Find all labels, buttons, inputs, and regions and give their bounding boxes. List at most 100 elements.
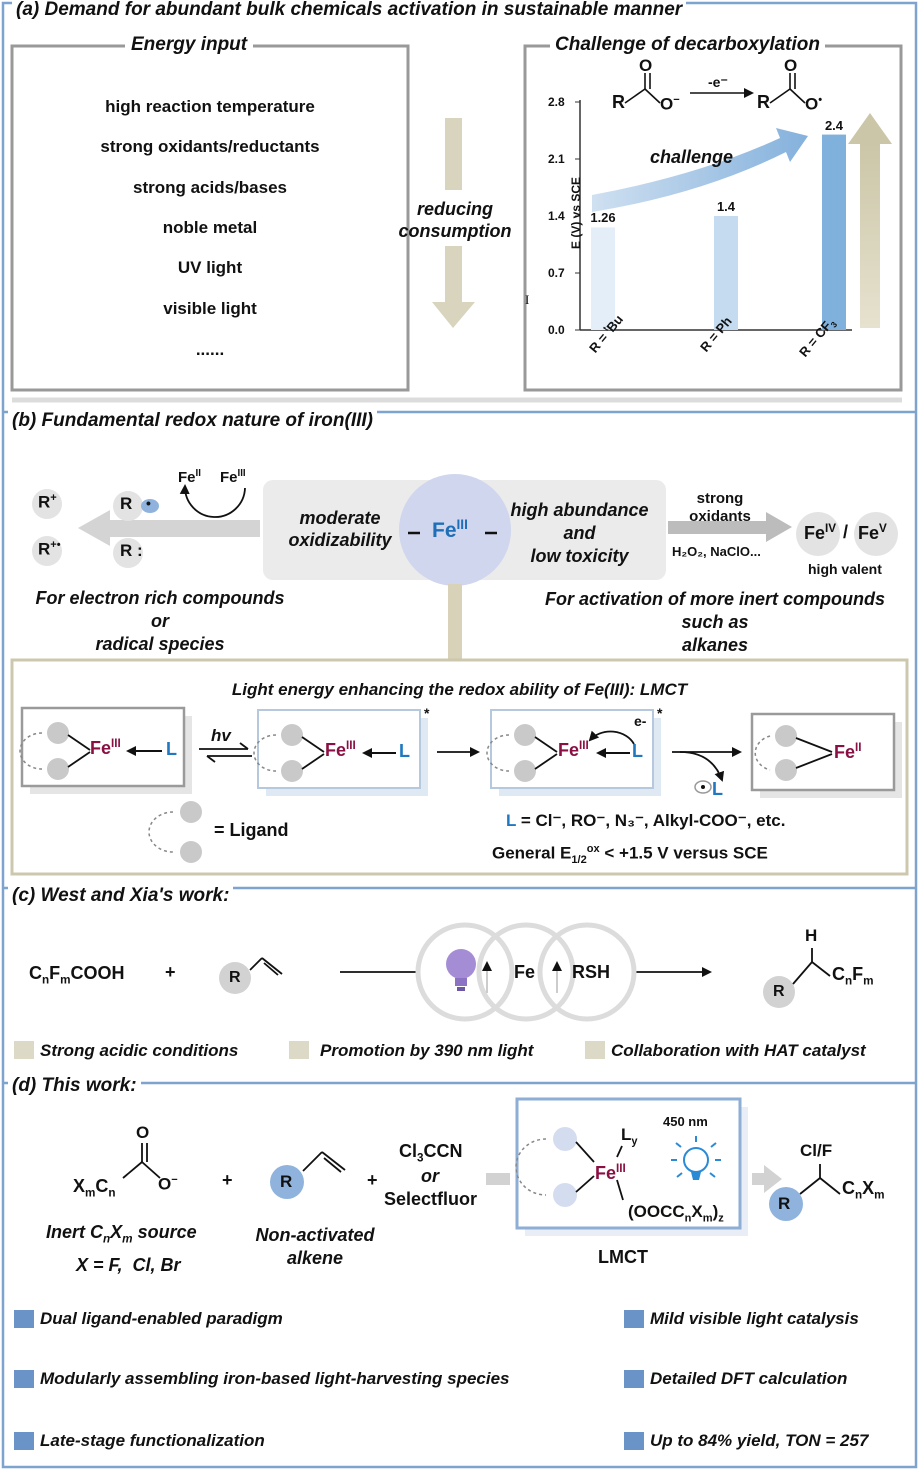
ytick-label: 1.4 (548, 209, 565, 223)
west-xia-scheme (219, 922, 831, 1022)
wavelength-label: 450 nm (663, 1114, 708, 1129)
right-gray-arrow (668, 512, 792, 542)
section-c-title: (c) West and Xia's work: (8, 885, 234, 907)
product-r-circle (769, 1187, 803, 1221)
carboxylate-scheme (624, 73, 806, 104)
alkene-r-d: R (280, 1172, 293, 1191)
product-r: R (757, 92, 770, 112)
fe-cycle-label: Fe (514, 962, 536, 982)
this-work-scheme (122, 1143, 841, 1195)
bar-0 (591, 227, 615, 330)
such-as-line: such as (681, 612, 749, 632)
oocc-label: (OOCCnXm)z (628, 1202, 724, 1225)
fe-iii-center: FeIII (432, 517, 468, 542)
energy-item: visible light (163, 299, 257, 318)
product-clf: Cl/F (800, 1141, 833, 1160)
consumption-word: consumption (398, 221, 512, 241)
cl3ccn: Cl3CCN (399, 1141, 463, 1165)
radical-species-line: radical species (95, 634, 225, 654)
rsh-cycle-label: RSH (572, 962, 611, 982)
general-potential: General E1/2ox < +1.5 V versus SCE (492, 843, 768, 867)
plus-d1: + (222, 1170, 233, 1190)
energy-item: high reaction temperature (105, 97, 315, 116)
ly-label: Ly (621, 1125, 638, 1148)
ytick-label: 0.0 (548, 323, 565, 337)
electron-label: e- (634, 713, 647, 729)
feature-late-stage: Late-stage functionalization (40, 1431, 265, 1450)
r-radical: R (120, 494, 133, 513)
ligand-skeletons (19, 722, 833, 782)
high-valent-label: high valent (808, 561, 882, 577)
feature-mild-visible: Mild visible light catalysis (650, 1309, 859, 1328)
reducing-consumption-label: reducing consumption (390, 198, 520, 242)
inert-c: Inert C (46, 1222, 104, 1242)
energy-item: noble metal (162, 218, 258, 237)
state4-fe: FeII (834, 741, 862, 762)
l-definition: L = Cl⁻, RO⁻, N₃⁻, Alkyl-COO⁻, etc. (506, 811, 786, 830)
lmct-label: LMCT (598, 1247, 648, 1267)
release-radical (694, 780, 712, 794)
product-h: H (805, 926, 818, 945)
reactant-r: R (612, 92, 625, 112)
electron-rich-note: For electron rich compounds or radical s… (10, 587, 310, 656)
fe-ii-label: FeII (178, 468, 201, 486)
energy-item: strong acids/bases (132, 178, 287, 197)
equilibrium-arrows (199, 742, 742, 782)
r-radical-cation: R+• (38, 539, 61, 559)
fe-v-label: FeV (858, 522, 887, 543)
strong-oxidants: strong oxidants (670, 490, 770, 526)
alkene-line: alkene (286, 1248, 344, 1268)
inert-note: For activation of more inert compounds s… (520, 588, 910, 657)
state1-fe: FeIII (90, 737, 121, 758)
fe-iii-label: FeIII (220, 468, 246, 486)
d-right-arrow (752, 1165, 782, 1193)
bar-1 (714, 216, 738, 330)
state3-fe: FeIII (558, 739, 589, 760)
bar-2 (822, 134, 846, 330)
challenge-arrow-label: challenge (650, 147, 734, 167)
section-d-title: (d) This work: (8, 1075, 141, 1097)
stray-mark: I (525, 292, 530, 307)
feature-yield: Up to 84% yield, TON = 257 (650, 1431, 869, 1450)
ligand-legend (148, 801, 202, 863)
general-potential-text: < +1.5 V versus SCE (604, 843, 768, 863)
left-gray-arrow (78, 510, 260, 546)
d-left-arrow-bar (486, 1173, 510, 1185)
section-a-title: (a) Demand for abundant bulk chemicals a… (12, 0, 687, 21)
electron-rich-line: For electron rich compounds (35, 588, 285, 608)
toxicity-line: low toxicity (530, 546, 629, 566)
state2-fe: FeIII (325, 739, 356, 760)
ligand-legend-label: = Ligand (214, 820, 289, 840)
reaction-electron-label: -e⁻ (708, 74, 728, 90)
vertical-connector (448, 584, 462, 660)
lmct-states (20, 706, 902, 798)
energy-item: ...... (195, 340, 225, 359)
state1-l: L (166, 739, 177, 759)
feature-dft: Detailed DFT calculation (650, 1369, 848, 1388)
reactant-o-top: O (639, 56, 653, 75)
or-line: or (151, 611, 169, 631)
challenge-title: Challenge of decarboxylation (550, 34, 825, 56)
oxidants-line: oxidants (689, 508, 751, 525)
released-l: L (712, 779, 723, 799)
moderate-oxidizability: moderate oxidizability (270, 507, 410, 551)
fe-iii-circle (399, 474, 511, 586)
bar-value-label: 1.4 (716, 199, 736, 214)
lmct-frame (10, 658, 909, 876)
lmct-title: Light energy enhancing the redox ability… (231, 680, 688, 699)
blue-bullets (14, 1310, 644, 1450)
product-o-top: O (784, 56, 798, 75)
energy-item: strong oxidants/reductants (100, 137, 320, 156)
feature-dual-ligand: Dual ligand-enabled paradigm (40, 1309, 283, 1328)
carboxylate-o-minus: O− (158, 1174, 178, 1194)
product-cnfm: CnFm (832, 964, 874, 988)
product-o-radical: O• (805, 94, 823, 114)
cnfm-cooh: CnFmCOOH (29, 963, 125, 987)
carboxylate-o-top: O (136, 1123, 150, 1142)
l-definition-text: = Cl⁻, RO⁻, N₃⁻, Alkyl-COO⁻, etc. (520, 811, 786, 830)
r-cation: R+ (38, 492, 57, 512)
oxidizability-line: oxidizability (288, 530, 392, 550)
rising-arrow (848, 113, 892, 328)
chart-ylabel: E (V) vs SCE (569, 176, 583, 250)
